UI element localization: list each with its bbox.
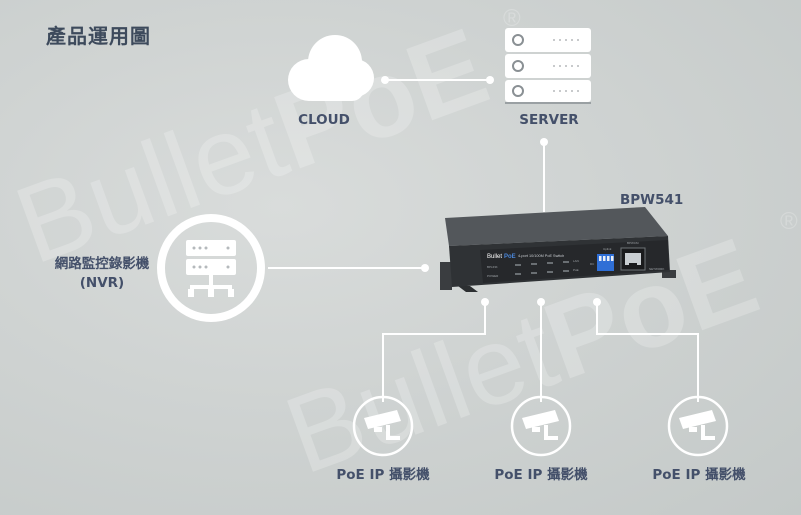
svg-text:BPWCM: BPWCM (627, 241, 639, 245)
device-leds (515, 261, 569, 275)
link-switch-camera3 (596, 302, 699, 402)
cloud-icon (288, 35, 374, 101)
nvr-icon (157, 214, 265, 322)
camera-label: PoE IP 攝影機 (494, 467, 588, 483)
nvr-label-line1: 網路監控錄影機 (54, 256, 150, 272)
camera-icon (352, 395, 414, 457)
server-icon (505, 28, 591, 104)
device-top (445, 207, 668, 246)
svg-text:LAN: LAN (573, 259, 579, 263)
svg-text:Uplink: Uplink (603, 247, 612, 251)
camera-label: PoE IP 攝影機 (336, 467, 430, 483)
camera-label: PoE IP 攝影機 (652, 467, 746, 483)
server-label: SERVER (519, 112, 579, 128)
svg-text:DC: DC (590, 262, 595, 266)
svg-text:NETWORK: NETWORK (649, 267, 664, 271)
svg-text:PoE: PoE (573, 268, 579, 272)
connection-lines (268, 79, 699, 402)
page-title: 產品運用圖 (46, 24, 151, 48)
device-panel-title: 4-port 10/100M PoE Switch (518, 254, 564, 258)
connection-dots (381, 76, 601, 306)
nvr-label-line2: (NVR) (79, 275, 125, 291)
camera-icon (510, 395, 572, 457)
device-model-label: BPW541 (620, 192, 684, 208)
link-switch-camera1 (382, 302, 486, 402)
device-brand: Bullet (487, 254, 502, 260)
cloud-label: CLOUD (298, 112, 350, 128)
camera-icon (667, 395, 729, 457)
svg-text:BPLINK: BPLINK (487, 265, 498, 269)
device-brand-logo: PoE (504, 254, 516, 260)
poe-switch-device: Bullet PoE 4-port 10/100M PoE Switch BPL… (440, 207, 676, 292)
svg-text:POWER: POWER (487, 274, 499, 278)
